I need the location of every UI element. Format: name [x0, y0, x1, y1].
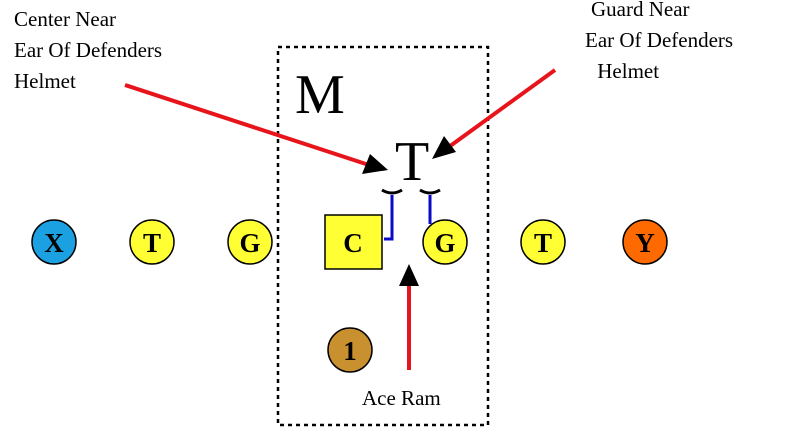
center-note-line-2: Ear Of Defenders	[14, 38, 162, 62]
svg-text:C: C	[343, 228, 363, 258]
svg-text:Y: Y	[635, 228, 655, 258]
center-note-line-3: Helmet	[14, 69, 76, 93]
svg-text:T: T	[534, 228, 552, 258]
guard-note-line-3: Helmet	[592, 59, 659, 83]
focus-box	[276, 45, 490, 427]
svg-text:G: G	[239, 228, 260, 258]
player-left-guard: G	[227, 219, 273, 265]
player-x: X	[31, 219, 77, 265]
center-block-cap	[381, 188, 403, 195]
defender-tackle: T	[395, 131, 429, 193]
guard-note-line-2: Ear Of Defenders	[585, 28, 733, 52]
player-y: Y	[622, 219, 668, 265]
center-note: Center Near Ear Of Defenders Helmet	[14, 7, 167, 93]
play-name: Ace Ram	[362, 386, 441, 410]
player-right-tackle: T	[520, 219, 566, 265]
guard-note-arrowhead	[432, 136, 456, 159]
defender-mike: M	[295, 64, 345, 126]
offense-line: X T G C G T Y	[31, 214, 668, 270]
center-block-line	[384, 195, 394, 241]
svg-text:G: G	[434, 228, 455, 258]
svg-text:X: X	[44, 228, 64, 258]
guard-note-arrow	[444, 68, 557, 151]
center-note-line-1: Center Near	[14, 7, 116, 31]
player-back-1: 1	[327, 327, 373, 373]
center-note-arrowhead	[362, 154, 388, 174]
svg-text:T: T	[143, 228, 161, 258]
player-left-tackle: T	[129, 219, 175, 265]
player-center: C	[324, 214, 383, 270]
center-note-arrow	[124, 83, 373, 168]
guard-block-cap	[419, 188, 441, 195]
ace-ram-arrowhead	[399, 264, 419, 286]
svg-text:1: 1	[343, 336, 357, 366]
guard-note-line-1: Guard Near	[591, 0, 690, 21]
player-right-guard: G	[422, 219, 468, 265]
guard-note: Guard Near Ear Of Defenders Helmet	[0, 0, 759, 83]
